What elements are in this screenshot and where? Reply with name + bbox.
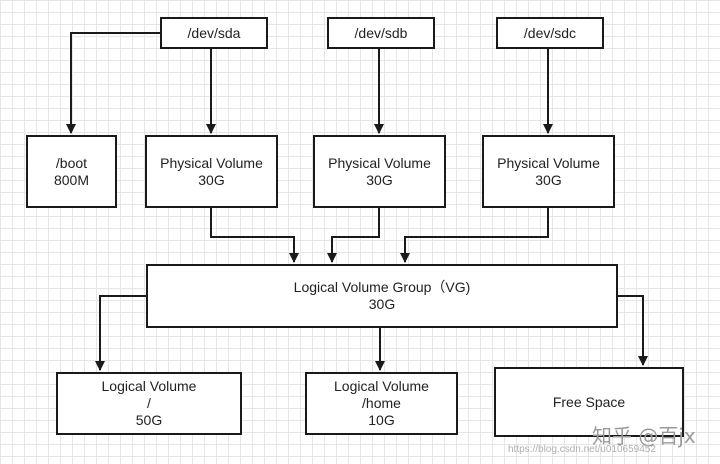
edge-vg-free xyxy=(618,295,648,366)
device-node-sda[interactable]: /dev/sda xyxy=(160,17,268,49)
node-label: Free Space xyxy=(552,393,626,410)
device-node-sdb[interactable]: /dev/sdb xyxy=(327,17,435,49)
edge-pv3-vg xyxy=(400,208,549,263)
node-label: /boot xyxy=(55,154,88,171)
node-label: Physical Volume xyxy=(160,154,263,171)
edge-sda-boot xyxy=(66,32,160,134)
node-label: /dev/sda xyxy=(187,24,241,41)
free-space-node[interactable]: Free Space xyxy=(494,367,684,437)
watermark-url: https://blog.csdn.net/u010659452 xyxy=(508,444,656,455)
node-size: 30G xyxy=(366,171,393,188)
node-mount: / xyxy=(147,395,151,411)
physical-volume-node-1[interactable]: Physical Volume 30G xyxy=(145,135,278,208)
node-size: 30G xyxy=(368,296,396,312)
edge-pv2-vg xyxy=(327,208,380,263)
node-label: Physical Volume xyxy=(328,154,431,171)
boot-partition-node[interactable]: /boot 800M xyxy=(26,135,117,208)
physical-volume-node-2[interactable]: Physical Volume 30G xyxy=(313,135,446,208)
node-label: Physical Volume xyxy=(497,154,600,171)
node-mount: /home xyxy=(362,395,401,411)
edge-pv1-vg xyxy=(210,208,299,263)
node-label: Logical Volume xyxy=(101,378,197,394)
node-size: 50G xyxy=(135,412,163,428)
watermark-text: 知乎 @百jx xyxy=(592,424,696,448)
node-label: /dev/sdb xyxy=(354,24,408,41)
node-label: Logical Volume xyxy=(334,378,429,394)
physical-volume-node-3[interactable]: Physical Volume 30G xyxy=(482,135,615,208)
device-node-sdc[interactable]: /dev/sdc xyxy=(496,17,604,49)
edge-vg-lv-root xyxy=(95,295,146,371)
node-size: 30G xyxy=(198,171,225,188)
node-size: 800M xyxy=(53,171,90,188)
volume-group-node[interactable]: Logical Volume Group（VG) 30G xyxy=(146,264,618,328)
node-size: 30G xyxy=(535,171,562,188)
node-size: 10G xyxy=(368,412,395,428)
logical-volume-root-node[interactable]: Logical Volume / 50G xyxy=(56,372,242,435)
node-label: Logical Volume Group（VG) xyxy=(293,279,471,295)
node-label: /dev/sdc xyxy=(523,24,577,41)
logical-volume-home-node[interactable]: Logical Volume /home 10G xyxy=(305,372,458,435)
